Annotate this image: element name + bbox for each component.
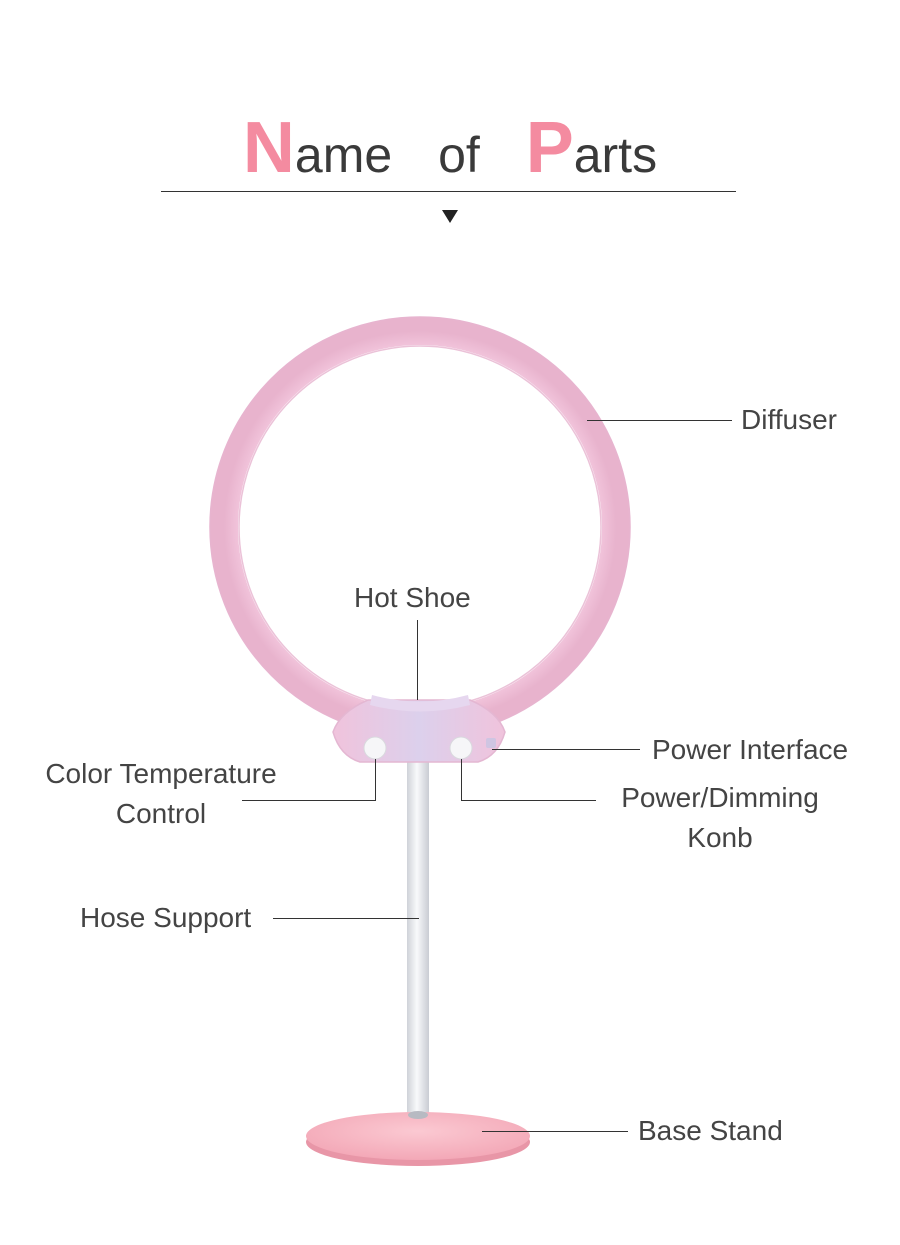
base-stand bbox=[306, 1112, 530, 1160]
label-power-dimming-line2: Konb bbox=[687, 822, 753, 853]
power-dimming-knob[interactable] bbox=[449, 736, 473, 760]
diffuser-ring bbox=[210, 317, 630, 737]
title-rest-ame: ame bbox=[294, 127, 393, 183]
title-word-of: of bbox=[438, 127, 480, 183]
label-color-temp-line1: Color Temperature bbox=[45, 758, 277, 789]
label-color-temperature-control: Color Temperature Control bbox=[30, 754, 292, 834]
pole-socket bbox=[408, 1111, 428, 1119]
label-diffuser: Diffuser bbox=[741, 404, 837, 435]
leader-diffuser bbox=[587, 420, 732, 421]
label-power-dimming-line1: Power/Dimming bbox=[621, 782, 819, 813]
hose-support-pole bbox=[407, 760, 429, 1122]
leader-power-dimming-vertical bbox=[461, 759, 462, 801]
leader-power-interface bbox=[492, 749, 640, 750]
label-hose-support: Hose Support bbox=[80, 902, 252, 933]
label-color-temp-line2: Control bbox=[115, 798, 207, 829]
hot-shoe-mount bbox=[370, 695, 470, 712]
title-rest-arts: arts bbox=[573, 127, 658, 183]
leader-color-temp-horizontal bbox=[242, 800, 376, 801]
title-cap-n: N bbox=[242, 108, 295, 188]
title-cap-p: P bbox=[525, 108, 574, 188]
leader-hot-shoe bbox=[417, 620, 418, 700]
label-hot-shoe: Hot Shoe bbox=[354, 582, 471, 613]
page-title: Name of Parts bbox=[0, 108, 900, 195]
power-interface-port bbox=[486, 738, 496, 748]
title-word-parts: Parts bbox=[526, 108, 657, 195]
down-arrow-icon bbox=[442, 210, 458, 223]
leader-hose-support bbox=[273, 918, 419, 919]
diffuser-inner-edge bbox=[238, 345, 602, 709]
label-power-interface: Power Interface bbox=[652, 734, 849, 765]
label-power-dimming-knob: Power/Dimming Konb bbox=[605, 778, 835, 858]
leader-color-temp-vertical bbox=[375, 759, 376, 801]
color-temperature-knob[interactable] bbox=[363, 736, 387, 760]
leader-base-stand bbox=[482, 1131, 628, 1132]
label-base-stand: Base Stand bbox=[638, 1115, 783, 1146]
title-underline bbox=[161, 191, 736, 192]
title-word-name: Name bbox=[243, 108, 392, 195]
leader-power-dimming-horizontal bbox=[461, 800, 596, 801]
